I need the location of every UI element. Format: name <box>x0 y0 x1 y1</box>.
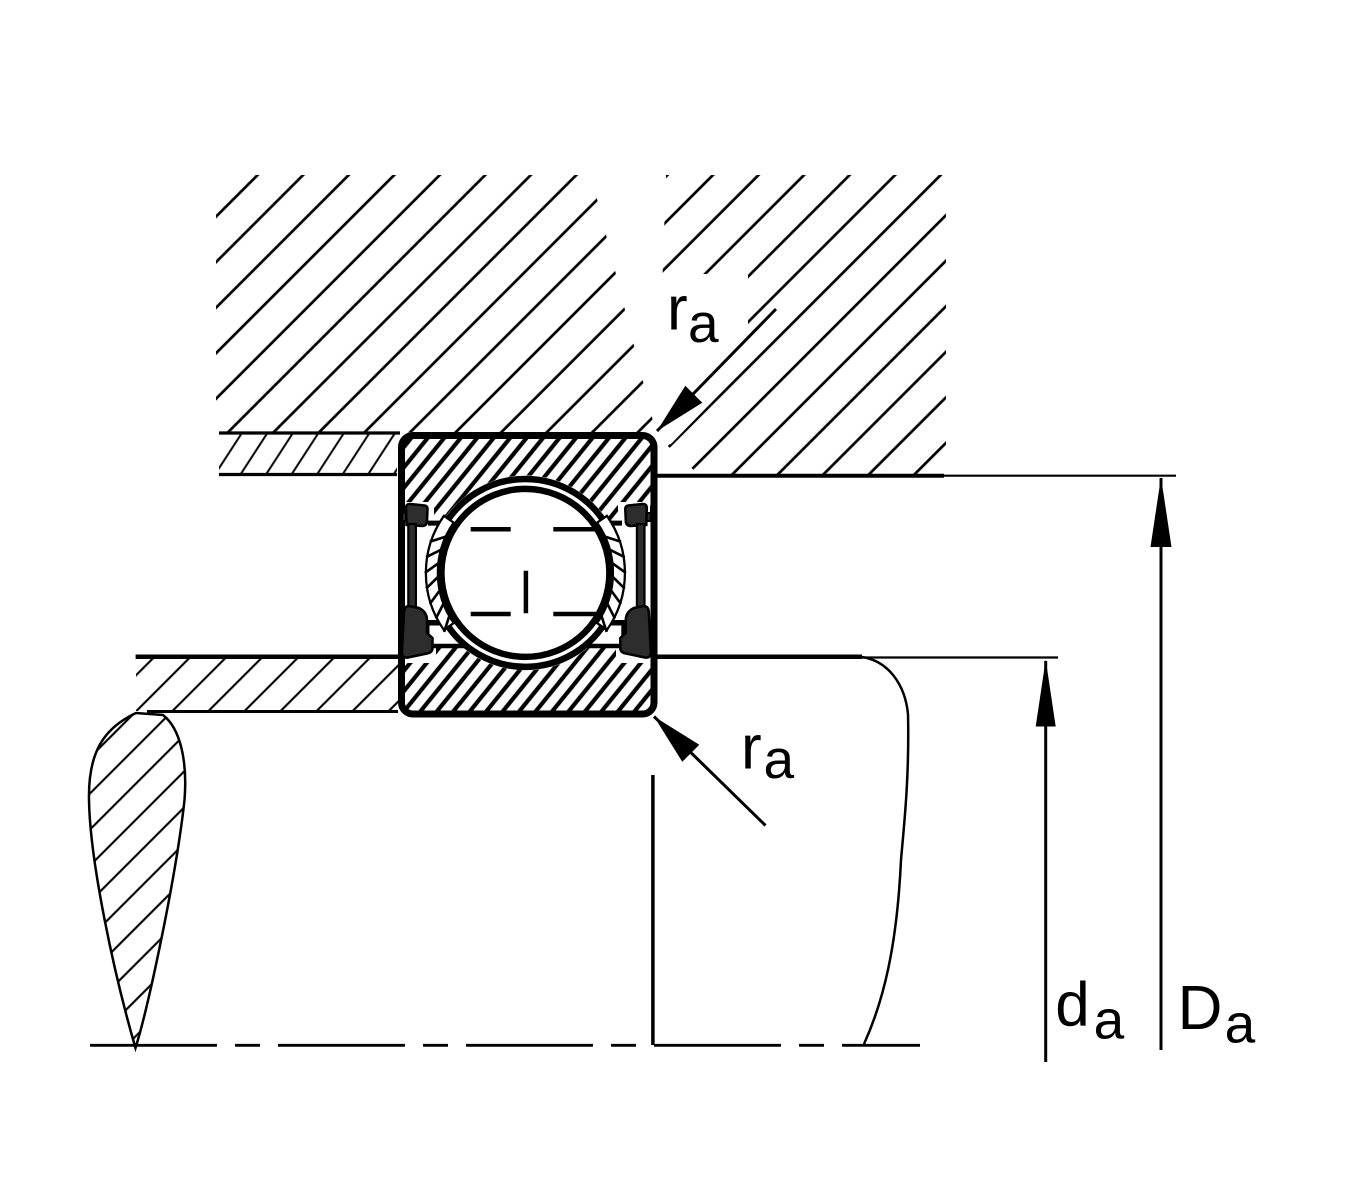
svg-text:a: a <box>688 292 719 354</box>
svg-text:D: D <box>1178 974 1223 1043</box>
svg-text:a: a <box>764 728 795 790</box>
svg-text:a: a <box>1225 993 1256 1055</box>
svg-text:d: d <box>1055 971 1089 1040</box>
svg-text:r: r <box>667 275 688 344</box>
svg-text:a: a <box>1094 989 1125 1051</box>
svg-text:r: r <box>741 714 762 783</box>
